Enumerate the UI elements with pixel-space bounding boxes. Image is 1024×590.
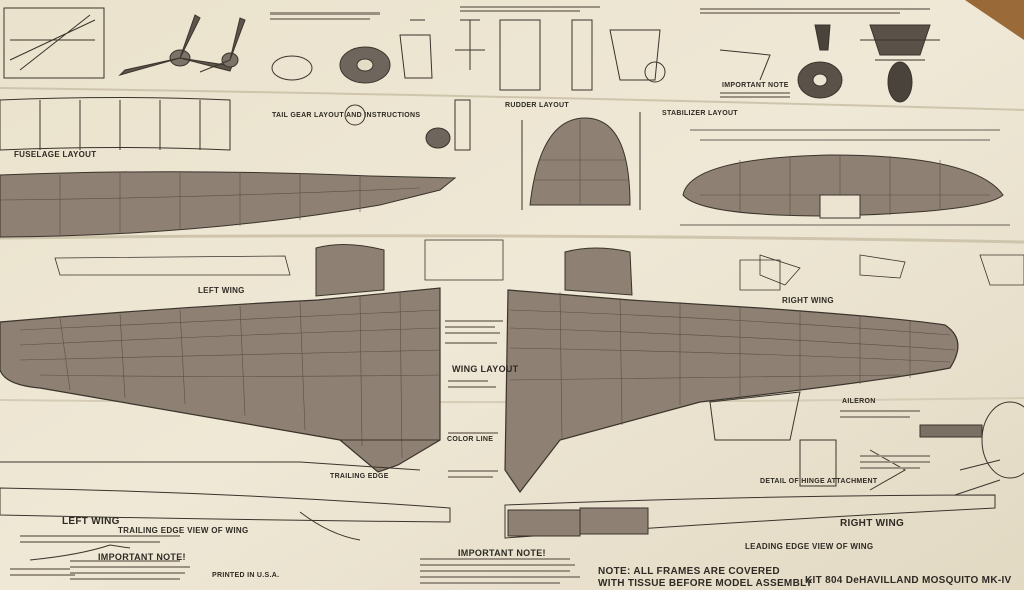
label-color-line: COLOR LINE (447, 436, 494, 443)
label-fuselage-layout: FUSELAGE LAYOUT (14, 150, 97, 159)
label-frames-note-1: NOTE: ALL FRAMES ARE COVERED (598, 566, 780, 577)
label-leading-edge-view: LEADING EDGE VIEW OF WING (745, 542, 874, 551)
label-important-note-left: IMPORTANT NOTE! (98, 552, 186, 562)
label-right-wing: RIGHT WING (782, 296, 834, 305)
left-wing (0, 243, 441, 473)
landing-gear-leg (814, 24, 831, 51)
label-wing-layout: WING LAYOUT (452, 364, 519, 374)
label-right-wing-bottom: RIGHT WING (840, 518, 905, 529)
label-trailing-edge: TRAILING EDGE (330, 473, 389, 480)
label-aileron: AILERON (842, 398, 876, 405)
label-detail-hinge: DETAIL OF HINGE ATTACHMENT (760, 478, 878, 485)
text-blocks (270, 6, 930, 98)
fold-crease (0, 234, 1024, 244)
label-important-note-top: IMPORTANT NOTE (722, 82, 789, 89)
label-printed-usa: PRINTED IN U.S.A. (212, 572, 280, 579)
fuselage-part (0, 171, 457, 238)
second-strip (0, 97, 471, 151)
right-wing (504, 247, 959, 494)
label-tail-gear: TAIL GEAR LAYOUT AND INSTRUCTIONS (272, 112, 421, 119)
edge-views (0, 461, 996, 561)
fold-crease (0, 87, 1024, 111)
label-frames-note-2: WITH TISSUE BEFORE MODEL ASSEMBLY (598, 578, 813, 589)
text-blocks (10, 410, 930, 584)
label-left-wing-bottom: LEFT WING (62, 516, 120, 527)
stabilizer-part (682, 154, 1004, 217)
label-trailing-edge-view: TRAILING EDGE VIEW OF WING (118, 526, 249, 535)
label-stabilizer-layout: STABILIZER LAYOUT (662, 110, 738, 117)
label-rudder-layout: RUDDER LAYOUT (505, 102, 569, 109)
label-left-wing: LEFT WING (198, 286, 245, 295)
tail-wheel (425, 127, 451, 149)
label-important-note-mid: IMPORTANT NOTE! (458, 548, 546, 558)
tinted-strip (579, 507, 649, 535)
tinted-strip (919, 424, 983, 438)
note-box (424, 239, 504, 281)
spinner (981, 401, 1024, 479)
label-kit-title: KIT 804 DeHAVILLAND MOSQUITO MK-IV (805, 575, 1012, 586)
tinted-strip (507, 509, 581, 537)
top-strip (3, 7, 940, 103)
text-blocks (445, 320, 503, 478)
